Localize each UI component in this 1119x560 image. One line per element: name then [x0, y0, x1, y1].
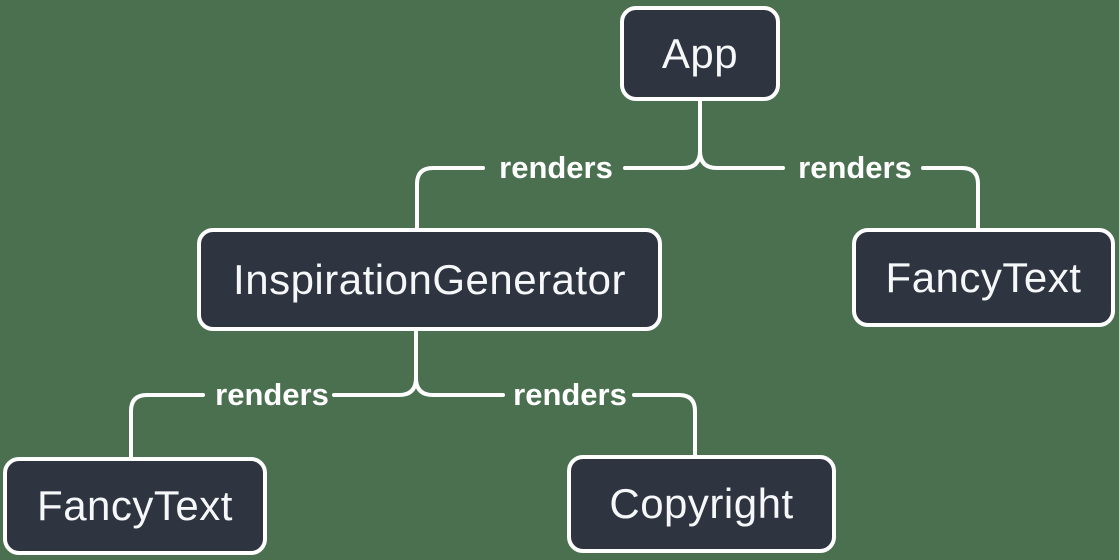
edge-inspiration-generator-copyright — [414, 376, 697, 457]
edge-line-segment — [414, 376, 505, 397]
edge-line-segment — [129, 393, 205, 459]
edge-app-fancy-text — [698, 149, 980, 230]
edge-label-renders: renders — [215, 377, 329, 412]
edge-label-renders: renders — [499, 150, 613, 185]
edge-line-segment — [698, 149, 785, 170]
edge-label-renders: renders — [513, 377, 627, 412]
node-copyright: Copyright — [567, 455, 836, 553]
edge-line-segment — [632, 393, 697, 457]
node-app: App — [620, 6, 780, 101]
node-inspiration-generator: InspirationGenerator — [197, 228, 662, 331]
edge-line-segment — [623, 99, 702, 170]
node-fancy-text-top: FancyText — [852, 228, 1115, 327]
edge-line-segment — [332, 329, 418, 397]
edge-line-segment — [921, 166, 980, 230]
edge-label-renders: renders — [798, 150, 912, 185]
node-fancy-text-bottom: FancyText — [3, 457, 267, 555]
edge-line-segment — [415, 166, 485, 230]
